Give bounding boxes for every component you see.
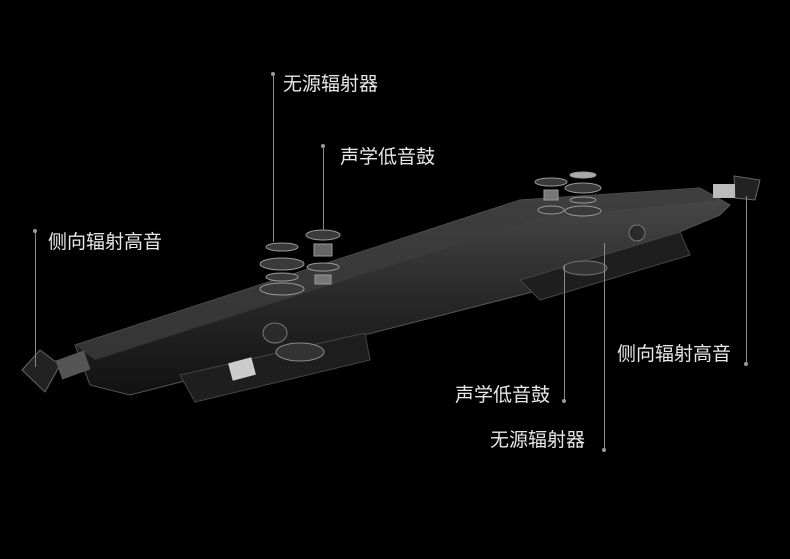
callout-dot — [321, 144, 325, 148]
label-passive-radiator-top: 无源辐射器 — [283, 73, 379, 95]
soundbar-top-face — [75, 188, 720, 360]
callout-line-side-tweeter-right — [746, 196, 747, 364]
tweeter-left — [21, 349, 61, 393]
label-passive-radiator-bottom: 无源辐射器 — [490, 429, 586, 451]
callout-dot — [33, 229, 37, 233]
callout-line-passive-radiator-top — [273, 74, 274, 242]
callout-line-side-tweeter-left — [35, 231, 36, 367]
exploded-parts-left — [259, 229, 341, 296]
callout-dot — [271, 72, 275, 76]
exploded-parts-right — [534, 171, 602, 217]
label-acoustic-bass-top: 声学低音鼓 — [340, 146, 436, 168]
callout-line-acoustic-bass-bottom — [564, 265, 565, 401]
callout-dot — [744, 362, 748, 366]
radiator-left — [228, 357, 256, 381]
driver-left — [262, 322, 288, 344]
driver-right — [628, 224, 646, 242]
label-acoustic-bass-bottom: 声学低音鼓 — [455, 384, 551, 406]
callout-dot — [562, 399, 566, 403]
callout-line-acoustic-bass-top — [323, 146, 324, 230]
label-side-tweeter-right: 侧向辐射高音 — [617, 343, 732, 365]
callout-dot — [602, 448, 606, 452]
label-side-tweeter-left: 侧向辐射高音 — [48, 231, 163, 253]
tweeter-right — [733, 175, 761, 201]
callout-line-passive-radiator-bottom — [604, 243, 605, 450]
